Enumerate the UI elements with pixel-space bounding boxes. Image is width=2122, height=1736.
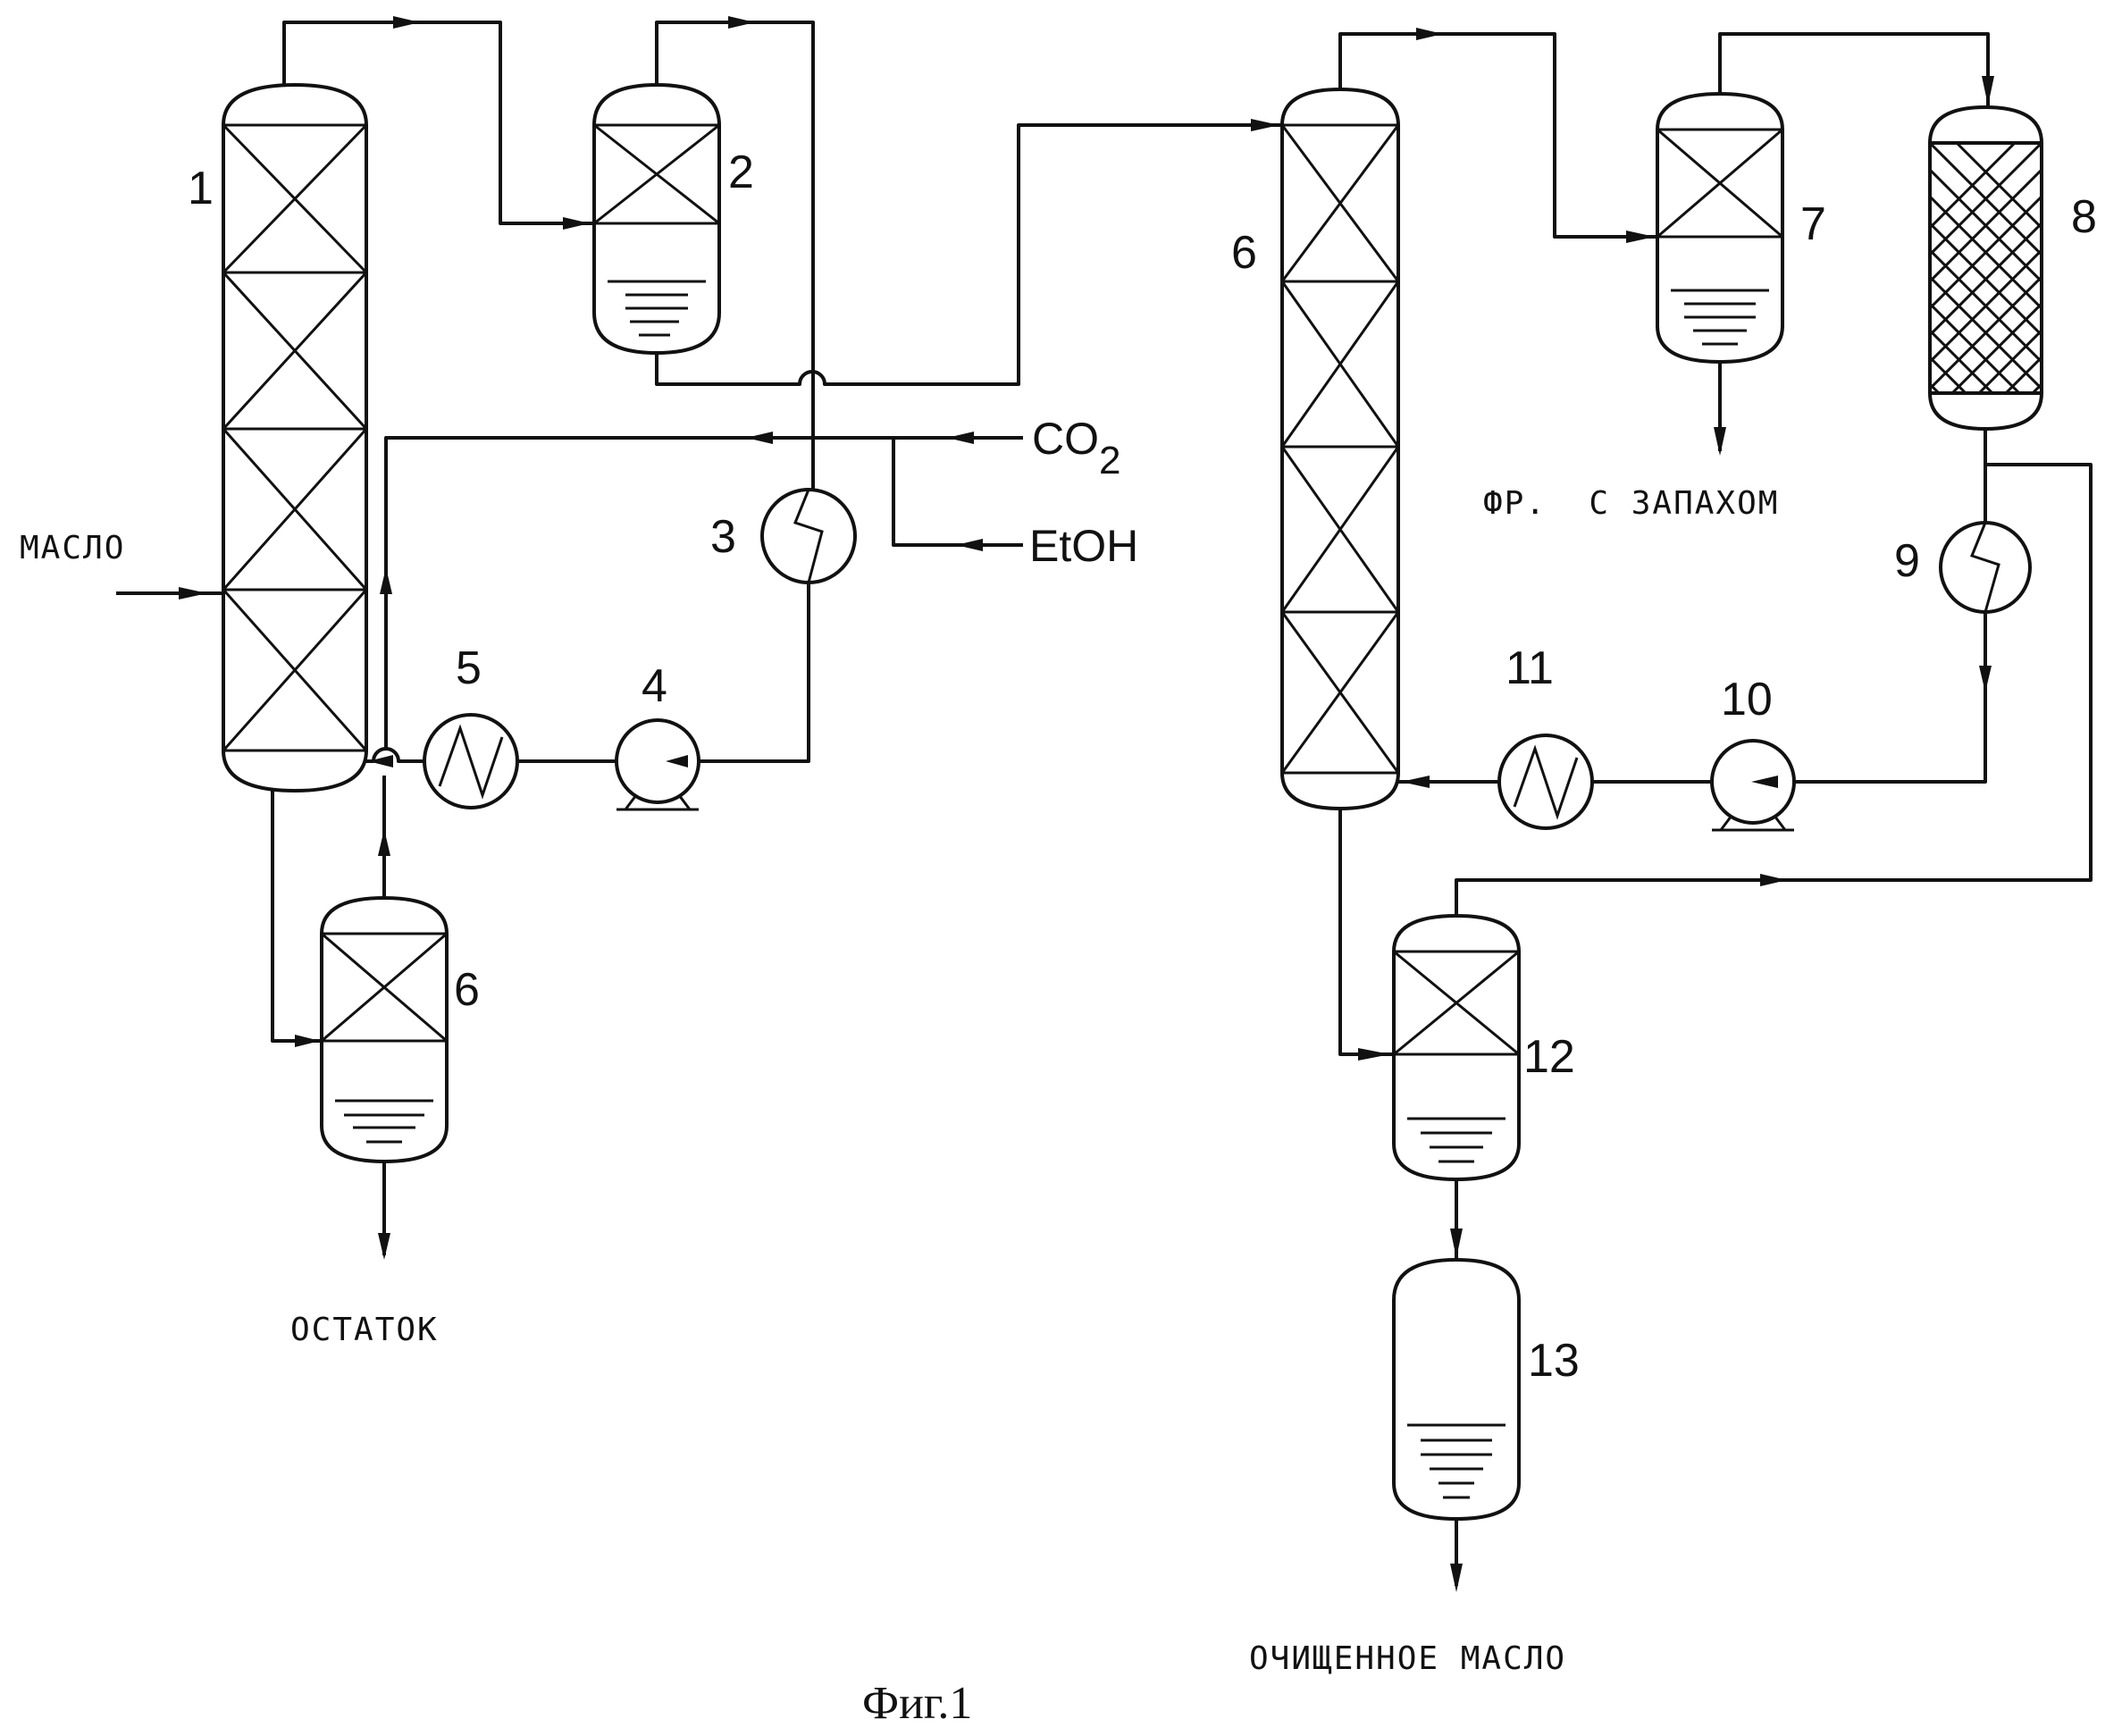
label-unit-6-right: 6 <box>1231 227 1257 279</box>
piping <box>116 22 2091 1586</box>
label-unit-13: 13 <box>1528 1335 1580 1387</box>
heater-5 <box>424 715 517 808</box>
label-unit-2: 2 <box>728 147 754 198</box>
label-unit-4: 4 <box>642 660 667 712</box>
odor-fraction-label: ФР. С ЗАПАХОМ <box>1483 485 1779 522</box>
co2-label: CO2 <box>1032 414 1120 482</box>
label-unit-3: 3 <box>710 511 736 563</box>
figure-caption: Фиг.1 <box>862 1678 972 1729</box>
co2-subscript: 2 <box>1099 439 1120 482</box>
co2-text: CO <box>1032 414 1099 464</box>
label-unit-9: 9 <box>1894 535 1920 587</box>
label-unit-8: 8 <box>2071 191 2097 243</box>
extraction-column-6 <box>1282 89 1398 809</box>
heat-exchanger-3 <box>762 490 855 583</box>
separator-7 <box>1657 94 1782 362</box>
label-unit-5: 5 <box>456 642 482 694</box>
label-unit-11: 11 <box>1506 642 1554 694</box>
separator-6-left <box>322 898 447 1162</box>
label-unit-10: 10 <box>1721 674 1773 725</box>
separator-2 <box>594 85 719 353</box>
pump-10 <box>1712 741 1794 830</box>
label-unit-12: 12 <box>1523 1031 1575 1083</box>
purified-oil-label: ОЧИЩЕННОЕ МАСЛО <box>1249 1640 1566 1677</box>
heater-11 <box>1499 735 1592 828</box>
extraction-column-1 <box>223 85 366 791</box>
feed-oil-label: МАСЛО <box>20 530 125 566</box>
label-unit-6-left: 6 <box>454 964 480 1016</box>
heat-exchanger-9 <box>1941 523 2030 612</box>
label-unit-7: 7 <box>1800 198 1826 250</box>
separator-12 <box>1394 916 1519 1179</box>
label-unit-1: 1 <box>188 163 214 214</box>
ethanol-label: EtOH <box>1029 521 1138 571</box>
product-tank-13 <box>1394 1260 1519 1519</box>
residue-label: ОСТАТОК <box>290 1312 439 1348</box>
